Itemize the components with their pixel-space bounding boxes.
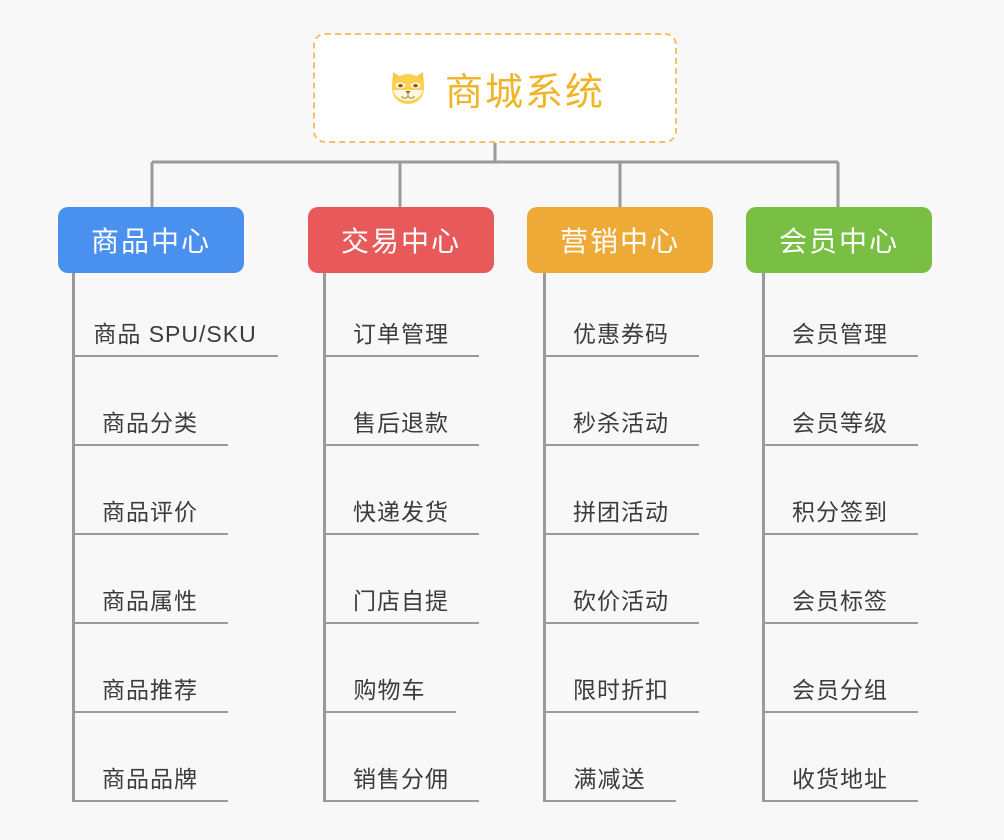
leaf-item[interactable]: 门店自提 — [323, 578, 479, 624]
leaf-item[interactable]: 会员标签 — [762, 578, 918, 624]
branch-trunk-member-center — [762, 273, 765, 801]
leaf-item[interactable]: 收货地址 — [762, 756, 918, 802]
branch-header-member-center[interactable]: 会员中心 — [746, 207, 932, 273]
leaf-item[interactable]: 商品推荐 — [72, 667, 228, 713]
leaf-item[interactable]: 商品分类 — [72, 400, 228, 446]
leaf-label: 会员管理 — [792, 321, 888, 347]
leaf-label: 秒杀活动 — [573, 410, 669, 436]
leaf-item[interactable]: 砍价活动 — [543, 578, 699, 624]
branch-trunk-trade-center — [323, 273, 326, 801]
leaf-label: 会员分组 — [792, 677, 888, 703]
leaf-item[interactable]: 秒杀活动 — [543, 400, 699, 446]
branch-trunk-product-center — [72, 273, 75, 801]
leaf-label: 商品推荐 — [102, 677, 198, 703]
root-title: 商城系统 — [444, 71, 605, 114]
leaf-item[interactable]: 会员等级 — [762, 400, 918, 446]
leaf-label: 商品分类 — [102, 410, 198, 436]
leaf-item[interactable]: 拼团活动 — [543, 489, 699, 535]
leaf-label: 门店自提 — [353, 588, 449, 614]
leaf-label: 砍价活动 — [573, 588, 669, 614]
leaf-item[interactable]: 商品评价 — [72, 489, 228, 535]
branch-header-label: 商品中心 — [90, 226, 211, 257]
leaf-item[interactable]: 销售分佣 — [323, 756, 479, 802]
leaf-item[interactable]: 商品属性 — [72, 578, 228, 624]
leaf-label: 限时折扣 — [573, 677, 669, 703]
leaf-item[interactable]: 会员分组 — [762, 667, 918, 713]
leaf-label: 商品品牌 — [102, 766, 198, 792]
leaf-label: 销售分佣 — [353, 766, 449, 792]
leaf-item[interactable]: 商品品牌 — [72, 756, 228, 802]
leaf-item[interactable]: 快递发货 — [323, 489, 479, 535]
leaf-label: 商品属性 — [102, 588, 198, 614]
leaf-item[interactable]: 购物车 — [323, 667, 456, 713]
leaf-label: 售后退款 — [353, 410, 449, 436]
leaf-label: 订单管理 — [353, 321, 449, 347]
leaf-label: 会员标签 — [792, 588, 888, 614]
leaf-item[interactable]: 积分签到 — [762, 489, 918, 535]
leaf-label: 商品评价 — [102, 499, 198, 525]
leaf-label: 会员等级 — [792, 410, 888, 436]
shiba-dog-face-icon — [385, 65, 431, 111]
branch-header-marketing-center[interactable]: 营销中心 — [527, 207, 713, 273]
leaf-label: 拼团活动 — [573, 499, 669, 525]
branch-header-label: 交易中心 — [340, 226, 461, 257]
branch-header-trade-center[interactable]: 交易中心 — [308, 207, 494, 273]
branch-header-product-center[interactable]: 商品中心 — [58, 207, 244, 273]
leaf-label: 优惠券码 — [573, 321, 669, 347]
root-node[interactable]: 商城系统 — [313, 33, 677, 143]
leaf-label: 快递发货 — [353, 499, 449, 525]
leaf-item[interactable]: 商品 SPU/SKU — [72, 311, 278, 357]
branch-header-label: 营销中心 — [559, 226, 680, 257]
leaf-item[interactable]: 售后退款 — [323, 400, 479, 446]
leaf-label: 积分签到 — [792, 499, 888, 525]
leaf-item[interactable]: 会员管理 — [762, 311, 918, 357]
leaf-item[interactable]: 订单管理 — [323, 311, 479, 357]
leaf-item[interactable]: 优惠券码 — [543, 311, 699, 357]
branch-trunk-marketing-center — [543, 273, 546, 801]
leaf-label: 购物车 — [353, 677, 426, 703]
branch-header-label: 会员中心 — [778, 226, 899, 257]
leaf-item[interactable]: 限时折扣 — [543, 667, 699, 713]
leaf-label: 商品 SPU/SKU — [93, 321, 257, 347]
leaf-item[interactable]: 满减送 — [543, 756, 676, 802]
leaf-label: 满减送 — [573, 766, 646, 792]
leaf-label: 收货地址 — [792, 766, 888, 792]
